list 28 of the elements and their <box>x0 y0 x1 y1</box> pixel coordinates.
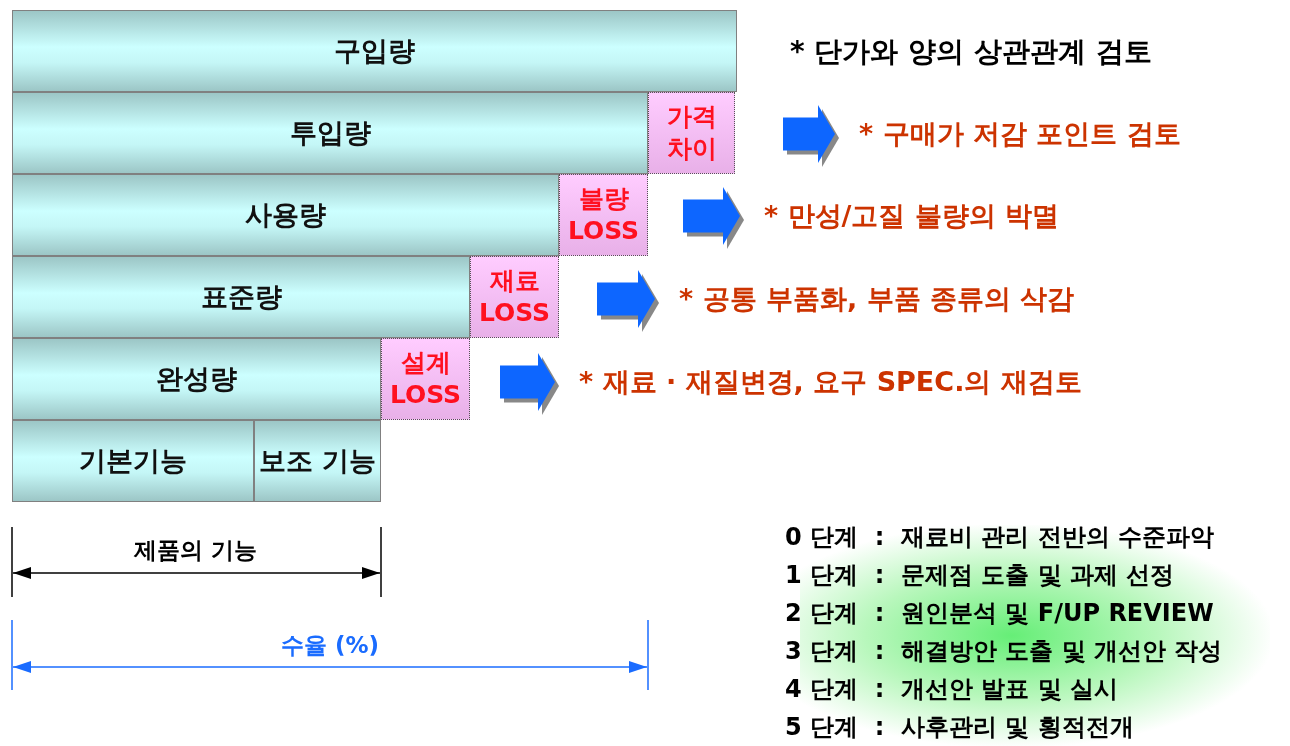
step-text: 1 단계 : 문제점 도출 및 과제 선정 <box>785 560 1175 591</box>
block-arrow <box>500 353 555 411</box>
step-text: 4 단계 : 개선안 발표 및 실시 <box>785 674 1119 705</box>
dimension-label: 수율 (%) <box>280 630 380 660</box>
step-text: 2 단계 : 원인분석 및 F/UP REVIEW <box>785 598 1214 629</box>
step-text: 5 단계 : 사후관리 및 횡적전개 <box>785 712 1134 743</box>
block-arrow <box>597 270 655 328</box>
quantity-bar: 기본기능 <box>12 420 254 502</box>
quantity-bar: 구입량 <box>12 10 737 92</box>
loss-box: 설계 LOSS <box>381 338 470 420</box>
action-note: * 공통 부품화, 부품 종류의 삭감 <box>655 281 1075 317</box>
loss-box: 재료 LOSS <box>470 256 559 338</box>
step-text: 0 단계 : 재료비 관리 전반의 수준파악 <box>785 522 1215 553</box>
action-note: * 구매가 저감 포인트 검토 <box>835 116 1181 152</box>
quantity-bar: 표준량 <box>12 256 470 338</box>
action-note: * 재료 · 재질변경, 요구 SPEC.의 재검토 <box>555 364 1082 400</box>
block-arrow <box>683 187 740 245</box>
dimension-label: 제품의 기능 <box>134 535 258 565</box>
action-note: * 만성/고질 불량의 박멸 <box>740 198 1060 234</box>
quantity-bar: 사용량 <box>12 174 559 256</box>
step-text: 3 단계 : 해결방안 도출 및 개선안 작성 <box>785 636 1223 667</box>
quantity-bar: 보조 기능 <box>254 420 381 502</box>
loss-box: 가격 차이 <box>648 92 735 174</box>
quantity-bar: 완성량 <box>12 338 381 420</box>
loss-box: 불량 LOSS <box>559 174 648 256</box>
side-note: * 단가와 양의 상관관계 검토 <box>790 34 1152 70</box>
block-arrow <box>783 105 835 163</box>
quantity-bar: 투입량 <box>12 92 648 174</box>
